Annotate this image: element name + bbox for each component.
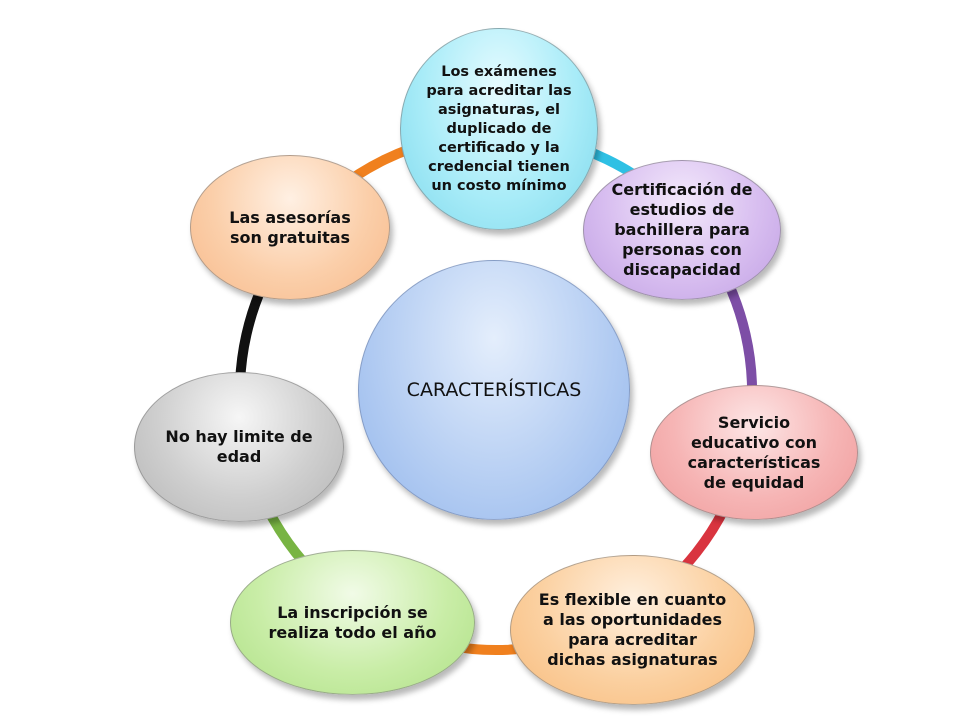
node-equidad: Servicio educativo con características d…	[650, 385, 858, 520]
node-label: No hay limite de edad	[165, 427, 313, 466]
node-discapacidad: Certificación de estudios de bachillera …	[583, 160, 781, 300]
node-label: Las asesorías son gratuitas	[229, 207, 351, 247]
node-flexible: Es flexible en cuanto a las oportunidade…	[510, 555, 755, 705]
center-node: CARACTERÍSTICAS	[358, 260, 630, 520]
node-label: Certificación de estudios de bachillera …	[611, 180, 753, 279]
node-edad: No hay limite de edad	[134, 372, 344, 522]
node-costo-minimo: Los exámenes para acreditar las asignatu…	[400, 28, 598, 230]
center-label: CARACTERÍSTICAS	[406, 379, 582, 401]
node-label: La inscripción se realiza todo el año	[268, 602, 437, 642]
node-inscripcion: La inscripción se realiza todo el año	[230, 550, 475, 695]
node-label: Los exámenes para acreditar las asignatu…	[426, 63, 572, 194]
node-asesorias: Las asesorías son gratuitas	[190, 155, 390, 300]
node-label: Servicio educativo con características d…	[687, 412, 821, 492]
node-label: Es flexible en cuanto a las oportunidade…	[538, 590, 727, 669]
